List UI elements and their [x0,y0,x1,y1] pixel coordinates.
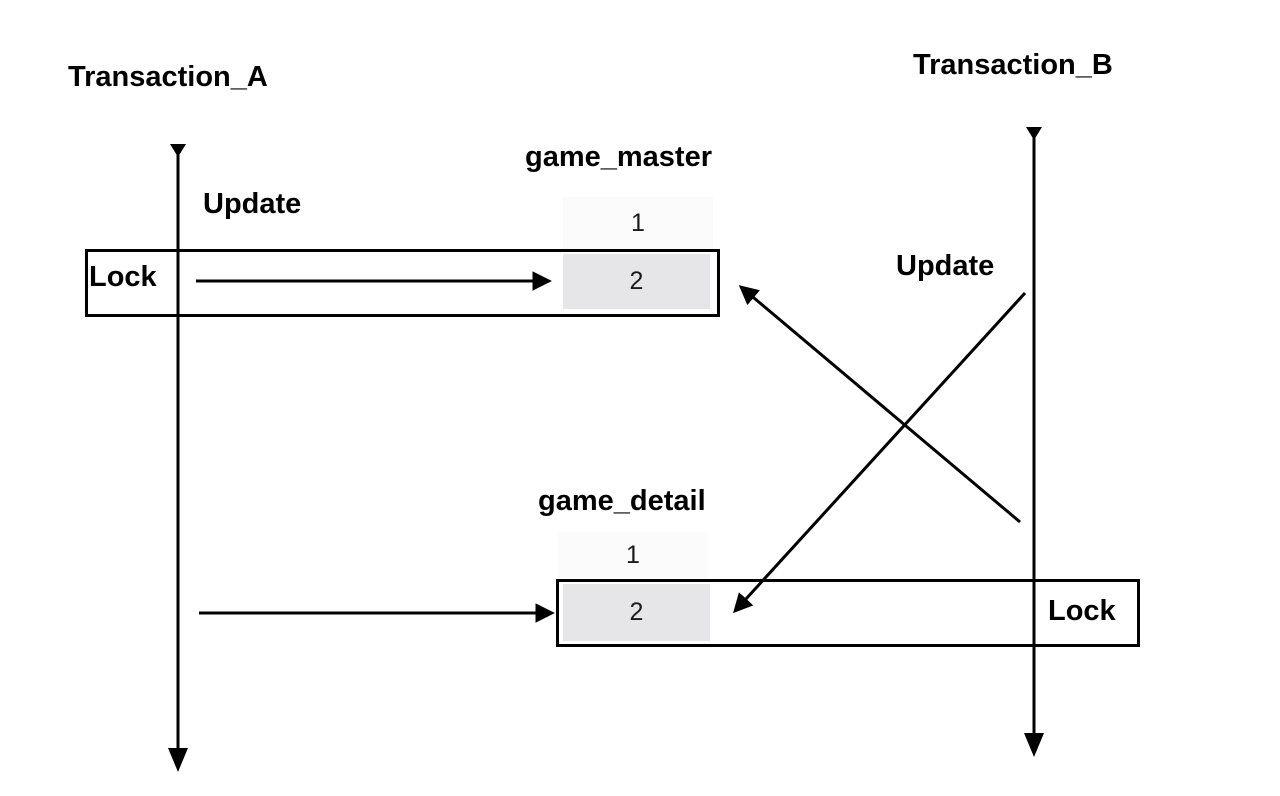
game-master-row2-cell: 2 [563,254,710,309]
game-detail-title: game_detail [538,485,706,517]
game-master-row1-cell: 1 [563,197,713,249]
timeline-a-start-cap [170,144,186,157]
game-detail-row1-cell: 1 [558,532,708,578]
lock-label-a: Lock [89,261,157,293]
game-detail-row2-value: 2 [629,598,644,626]
game-detail-row2-cell: 2 [563,584,710,641]
lock-label-b: Lock [1048,595,1116,627]
arrow-b-update-game-master [738,285,1021,524]
timeline-b-start-cap [1026,127,1042,140]
transaction-a-title: Transaction_A [68,61,268,93]
game-master-row2-value: 2 [629,267,644,295]
arrow-b-update-game-detail [733,291,1027,614]
game-master-row1-value: 1 [631,208,645,237]
timeline-b-end-arrow-icon [1024,733,1044,757]
update-label-a: Update [203,188,302,220]
lock-box-transaction-a [85,249,720,317]
update-label-b: Update [896,250,995,282]
timeline-a-end-arrow-icon [168,748,188,772]
transaction-b-title: Transaction_B [913,49,1113,81]
game-detail-row1-value: 1 [626,540,640,569]
game-master-title: game_master [525,141,712,173]
